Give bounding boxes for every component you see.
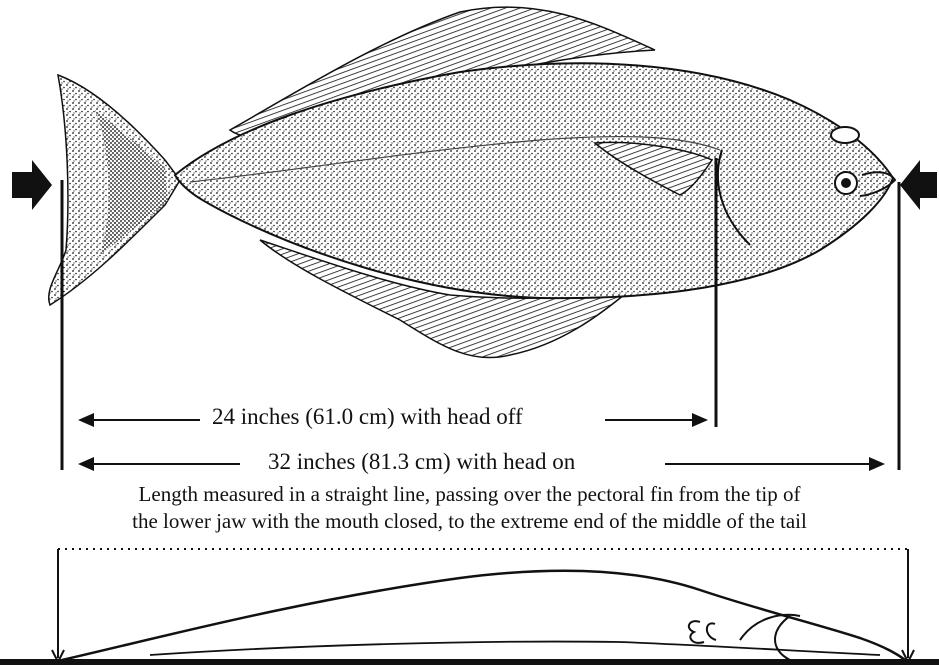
head-off-length-label: 24 inches (61.0 cm) with head off [206, 405, 529, 428]
caption-line-1: Length measured in a straight line, pass… [0, 484, 939, 505]
head-on-length-label: 32 inches (81.3 cm) with head on [262, 450, 581, 473]
right-arrow-icon [900, 160, 937, 210]
fish-body [175, 63, 893, 298]
upper-eye [831, 127, 859, 143]
lower-eye-pupil [841, 178, 851, 188]
side-fin-mark [689, 621, 704, 643]
side-gill-mark [740, 615, 800, 660]
halibut-illustration [49, 7, 895, 358]
left-arrow-icon [12, 160, 52, 210]
side-fin-mark-2 [707, 623, 716, 640]
fish-side-belly [150, 642, 880, 655]
caption-line-2: the lower jaw with the mouth closed, to … [0, 511, 939, 532]
side-view-diagram [0, 549, 939, 662]
